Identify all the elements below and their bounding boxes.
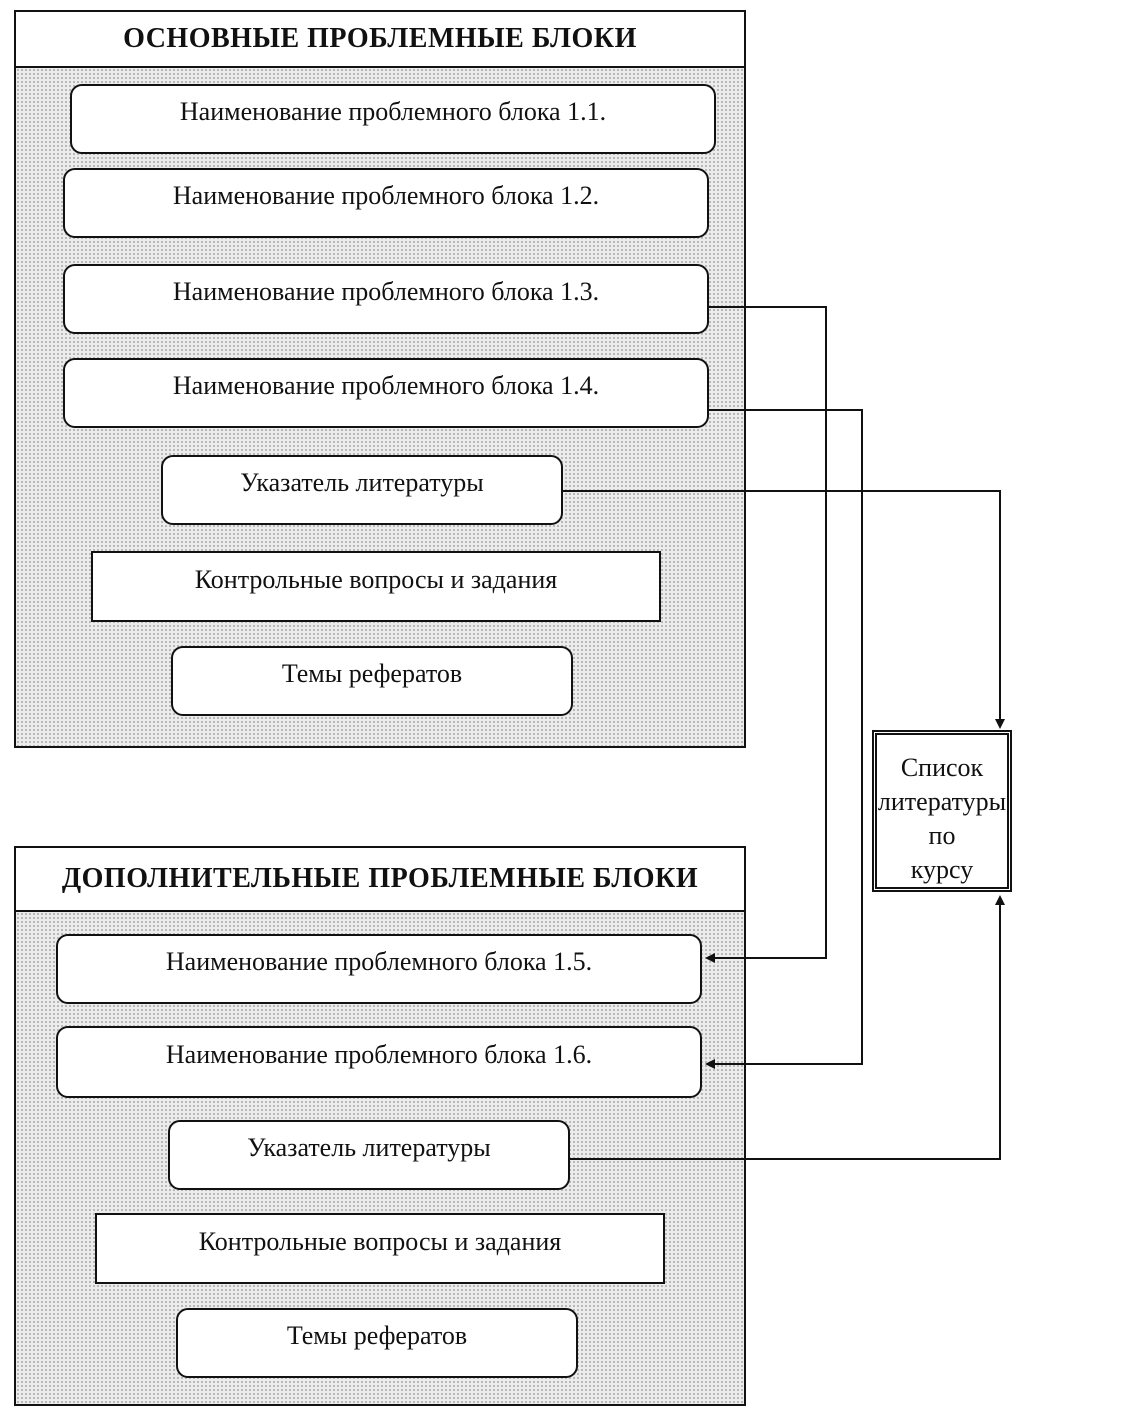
course-literature-line-1: Список <box>900 753 984 782</box>
main-literature-index: Указатель литературы <box>161 455 563 525</box>
additional-literature-index: Указатель литературы <box>168 1120 570 1190</box>
additional-essay-topics: Темы рефератов <box>176 1308 578 1378</box>
additional-control-questions: Контрольные вопросы и задания <box>95 1213 665 1284</box>
problem-block-1-2: Наименование проблемного блока 1.2. <box>63 168 709 238</box>
main-section-title: ОСНОВНЫЕ ПРОБЛЕМНЫЕ БЛОКИ <box>14 10 746 68</box>
course-literature-line-3: курсу <box>910 855 974 884</box>
problem-block-1-6: Наименование проблемного блока 1.6. <box>56 1026 702 1098</box>
main-control-questions: Контрольные вопросы и задания <box>91 551 661 622</box>
main-essay-topics: Темы рефератов <box>171 646 573 716</box>
problem-block-1-5: Наименование проблемного блока 1.5. <box>56 934 702 1004</box>
problem-block-1-1: Наименование проблемного блока 1.1. <box>70 84 716 154</box>
course-literature-line-2: литературы по <box>877 787 1007 850</box>
problem-block-1-4: Наименование проблемного блока 1.4. <box>63 358 709 428</box>
problem-block-1-3: Наименование проблемного блока 1.3. <box>63 264 709 334</box>
course-literature-list: Список литературы по курсу <box>872 730 1012 892</box>
additional-section-title: ДОПОЛНИТЕЛЬНЫЕ ПРОБЛЕМНЫЕ БЛОКИ <box>14 846 746 912</box>
